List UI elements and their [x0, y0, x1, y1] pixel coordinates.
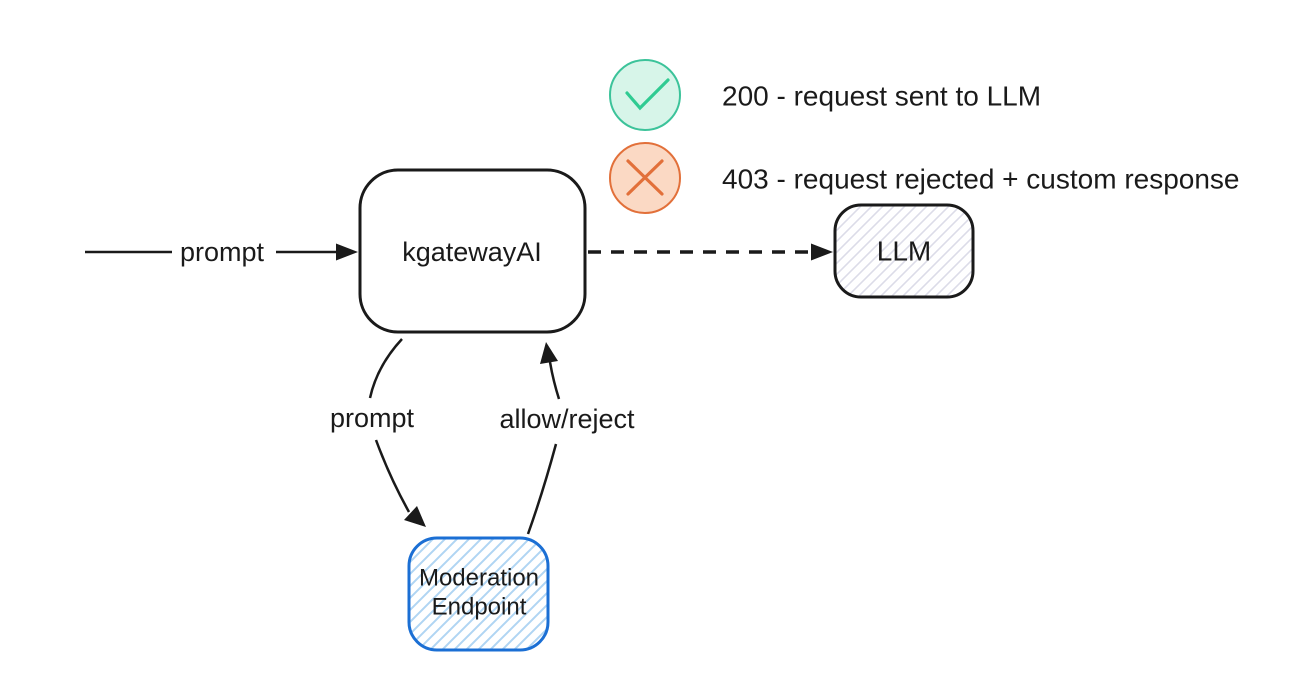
legend-error-label: 403 - request rejected + custom response — [722, 164, 1240, 195]
arrowhead-into-gateway — [336, 243, 358, 261]
allow-reject-edge-label: allow/reject — [499, 404, 635, 434]
moderation-label-line2: Endpoint — [432, 594, 527, 621]
moderation-node: Moderation Endpoint — [407, 536, 550, 652]
moderation-label-line1: Moderation — [419, 565, 539, 592]
legend: 200 - request sent to LLM 403 - request … — [609, 59, 1240, 214]
curve-down-upper — [368, 338, 403, 399]
check-circle-icon — [609, 59, 681, 131]
edge-gateway-to-moderation: prompt — [330, 338, 426, 527]
check-icon — [625, 78, 670, 111]
gateway-box — [358, 168, 587, 334]
gateway-node: kgatewayAI — [358, 168, 587, 334]
edge-input-prompt: prompt — [85, 237, 358, 267]
arrowhead-into-gateway-bottom — [540, 342, 558, 364]
arrowhead-into-llm — [811, 243, 833, 261]
legend-success-label: 200 - request sent to LLM — [722, 81, 1041, 112]
edge-gateway-to-llm — [588, 243, 833, 261]
moderation-box — [407, 536, 550, 652]
x-icon — [626, 159, 664, 196]
curve-up-lower — [526, 443, 558, 535]
input-edge-label: prompt — [180, 237, 265, 267]
moderation-edge-label: prompt — [330, 403, 415, 433]
edge-moderation-to-gateway: allow/reject — [499, 342, 635, 535]
gateway-label: kgatewayAI — [402, 237, 542, 267]
llm-box — [833, 203, 975, 299]
legend-item-error: 403 - request rejected + custom response — [609, 142, 1240, 214]
curve-down-lower — [374, 439, 411, 513]
arrowhead-into-moderation — [404, 506, 426, 527]
llm-label: LLM — [877, 236, 931, 267]
llm-node: LLM — [833, 203, 975, 299]
legend-item-success: 200 - request sent to LLM — [609, 59, 1041, 131]
curve-up-upper — [548, 361, 561, 400]
